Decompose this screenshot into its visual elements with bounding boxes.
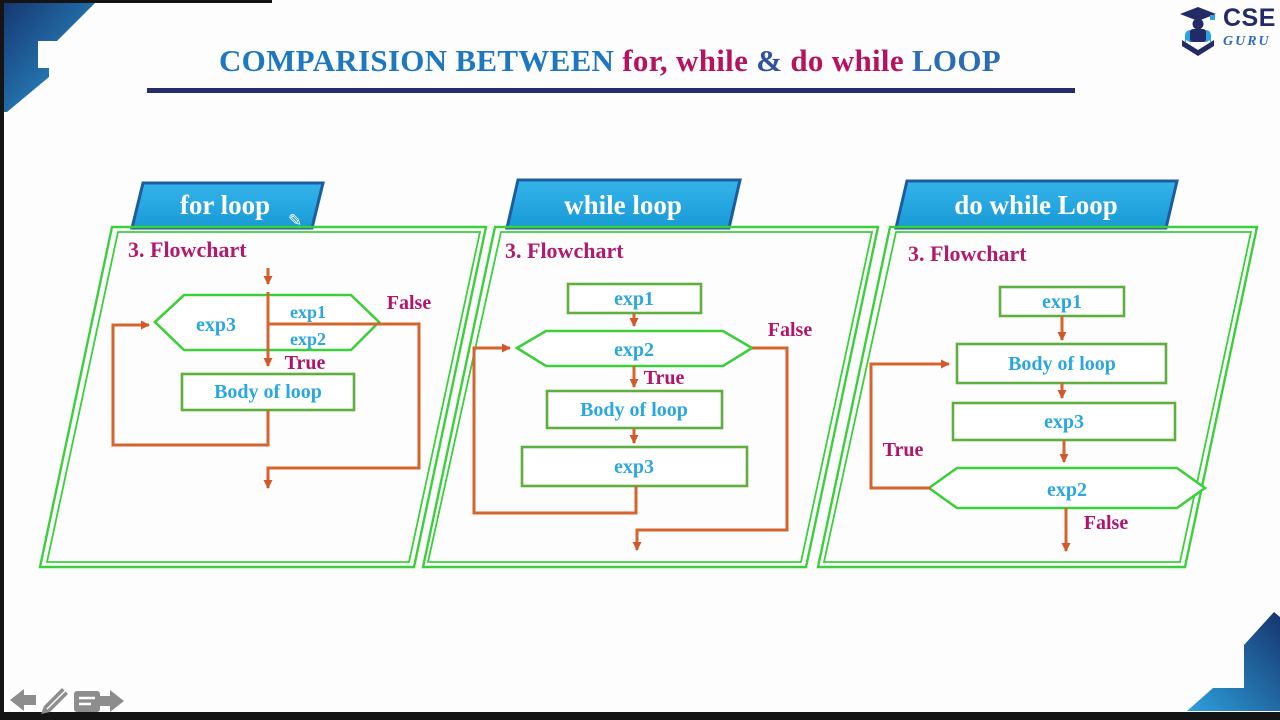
body-label: Body of loop [1008,353,1116,375]
page-title: COMPARISION BETWEEN for, while & do whil… [140,42,1080,79]
previous-arrow-icon[interactable] [10,689,36,711]
loop-back-arrow [111,320,270,447]
panel-while-loop: while loop 3. Flowchart exp1 exp2 Body o… [421,178,880,569]
graduate-icon [1180,7,1216,56]
title-highlight-1: for, while [622,43,757,78]
false-branch-label: False [768,319,813,341]
false-branch-label: False [387,292,432,314]
body-label: Body of loop [214,381,322,403]
cond-label: exp2 [614,339,654,361]
update-label: exp3 [1044,411,1084,433]
tab-while-loop-label: while loop [564,190,682,220]
flowchart-heading: 3. Flowchart [908,241,1027,266]
update-label: exp3 [196,314,236,336]
body-of-loop-box [955,342,1168,385]
frame-edge-bottom [0,712,1280,720]
panel-do-while-loop-border-inner [822,231,1253,563]
loop-back-arrow [472,343,638,515]
title-highlight-2: do while [790,43,912,78]
flowchart-heading: 3. Flowchart [128,237,247,262]
false-path-arrow [263,322,421,489]
corner-ribbon-top-left [3,0,98,112]
tab-do-while-loop-label: do while Loop [954,190,1118,220]
init-label: exp1 [614,288,654,310]
title-ampersand: & [756,43,791,78]
panel-for-loop: for loop ✎ 3. Flowchart exp3 exp1 exp2 B… [38,181,488,569]
corner-ribbon-bottom-right [1187,612,1280,711]
update-box [520,445,749,488]
frame-edge-top [0,0,272,3]
panel-do-while-loop-border-outer [816,225,1259,569]
true-branch-label: True [285,352,326,374]
tab-for-loop-label: for loop [180,190,270,220]
pencil-icon[interactable] [41,688,68,714]
decision-hexagon [926,466,1208,510]
annotation-toolbar [10,688,124,714]
logo-subtitle: GURU [1223,34,1271,49]
logo-name: CSE [1223,4,1276,32]
true-branch-label: True [883,439,924,461]
panel-while-loop-border-inner [426,231,874,563]
init-label: exp1 [290,302,326,322]
update-label: exp3 [614,456,654,478]
true-loop-back-arrow [869,359,950,490]
panel-do-while-loop: do while Loop 3. Flowchart exp1 Body of … [816,179,1259,569]
false-branch-label: False [1084,512,1129,534]
cond-label: exp2 [1047,479,1087,501]
body-of-loop-box [180,372,356,412]
title-lead: COMPARISION BETWEEN [218,43,623,78]
panel-while-loop-border-outer [421,225,880,569]
cond-label: exp2 [290,329,326,349]
init-label: exp1 [1042,291,1082,313]
false-path-arrow [632,346,789,551]
notes-icon[interactable] [74,691,100,712]
update-box [951,401,1177,442]
init-box [998,285,1126,318]
body-of-loop-box [545,389,724,430]
panel-for-loop-border-inner [45,231,482,563]
title-tail: LOOP [911,43,1001,78]
next-arrow-icon[interactable] [98,690,124,712]
true-branch-label: True [644,367,685,389]
flowchart-heading: 3. Flowchart [505,238,624,263]
body-label: Body of loop [580,399,688,421]
title-underline [147,88,1075,93]
cse-guru-logo: CSE GURU [1178,6,1276,58]
panel-for-loop-border-outer [38,225,488,569]
frame-edge-left [0,0,4,713]
